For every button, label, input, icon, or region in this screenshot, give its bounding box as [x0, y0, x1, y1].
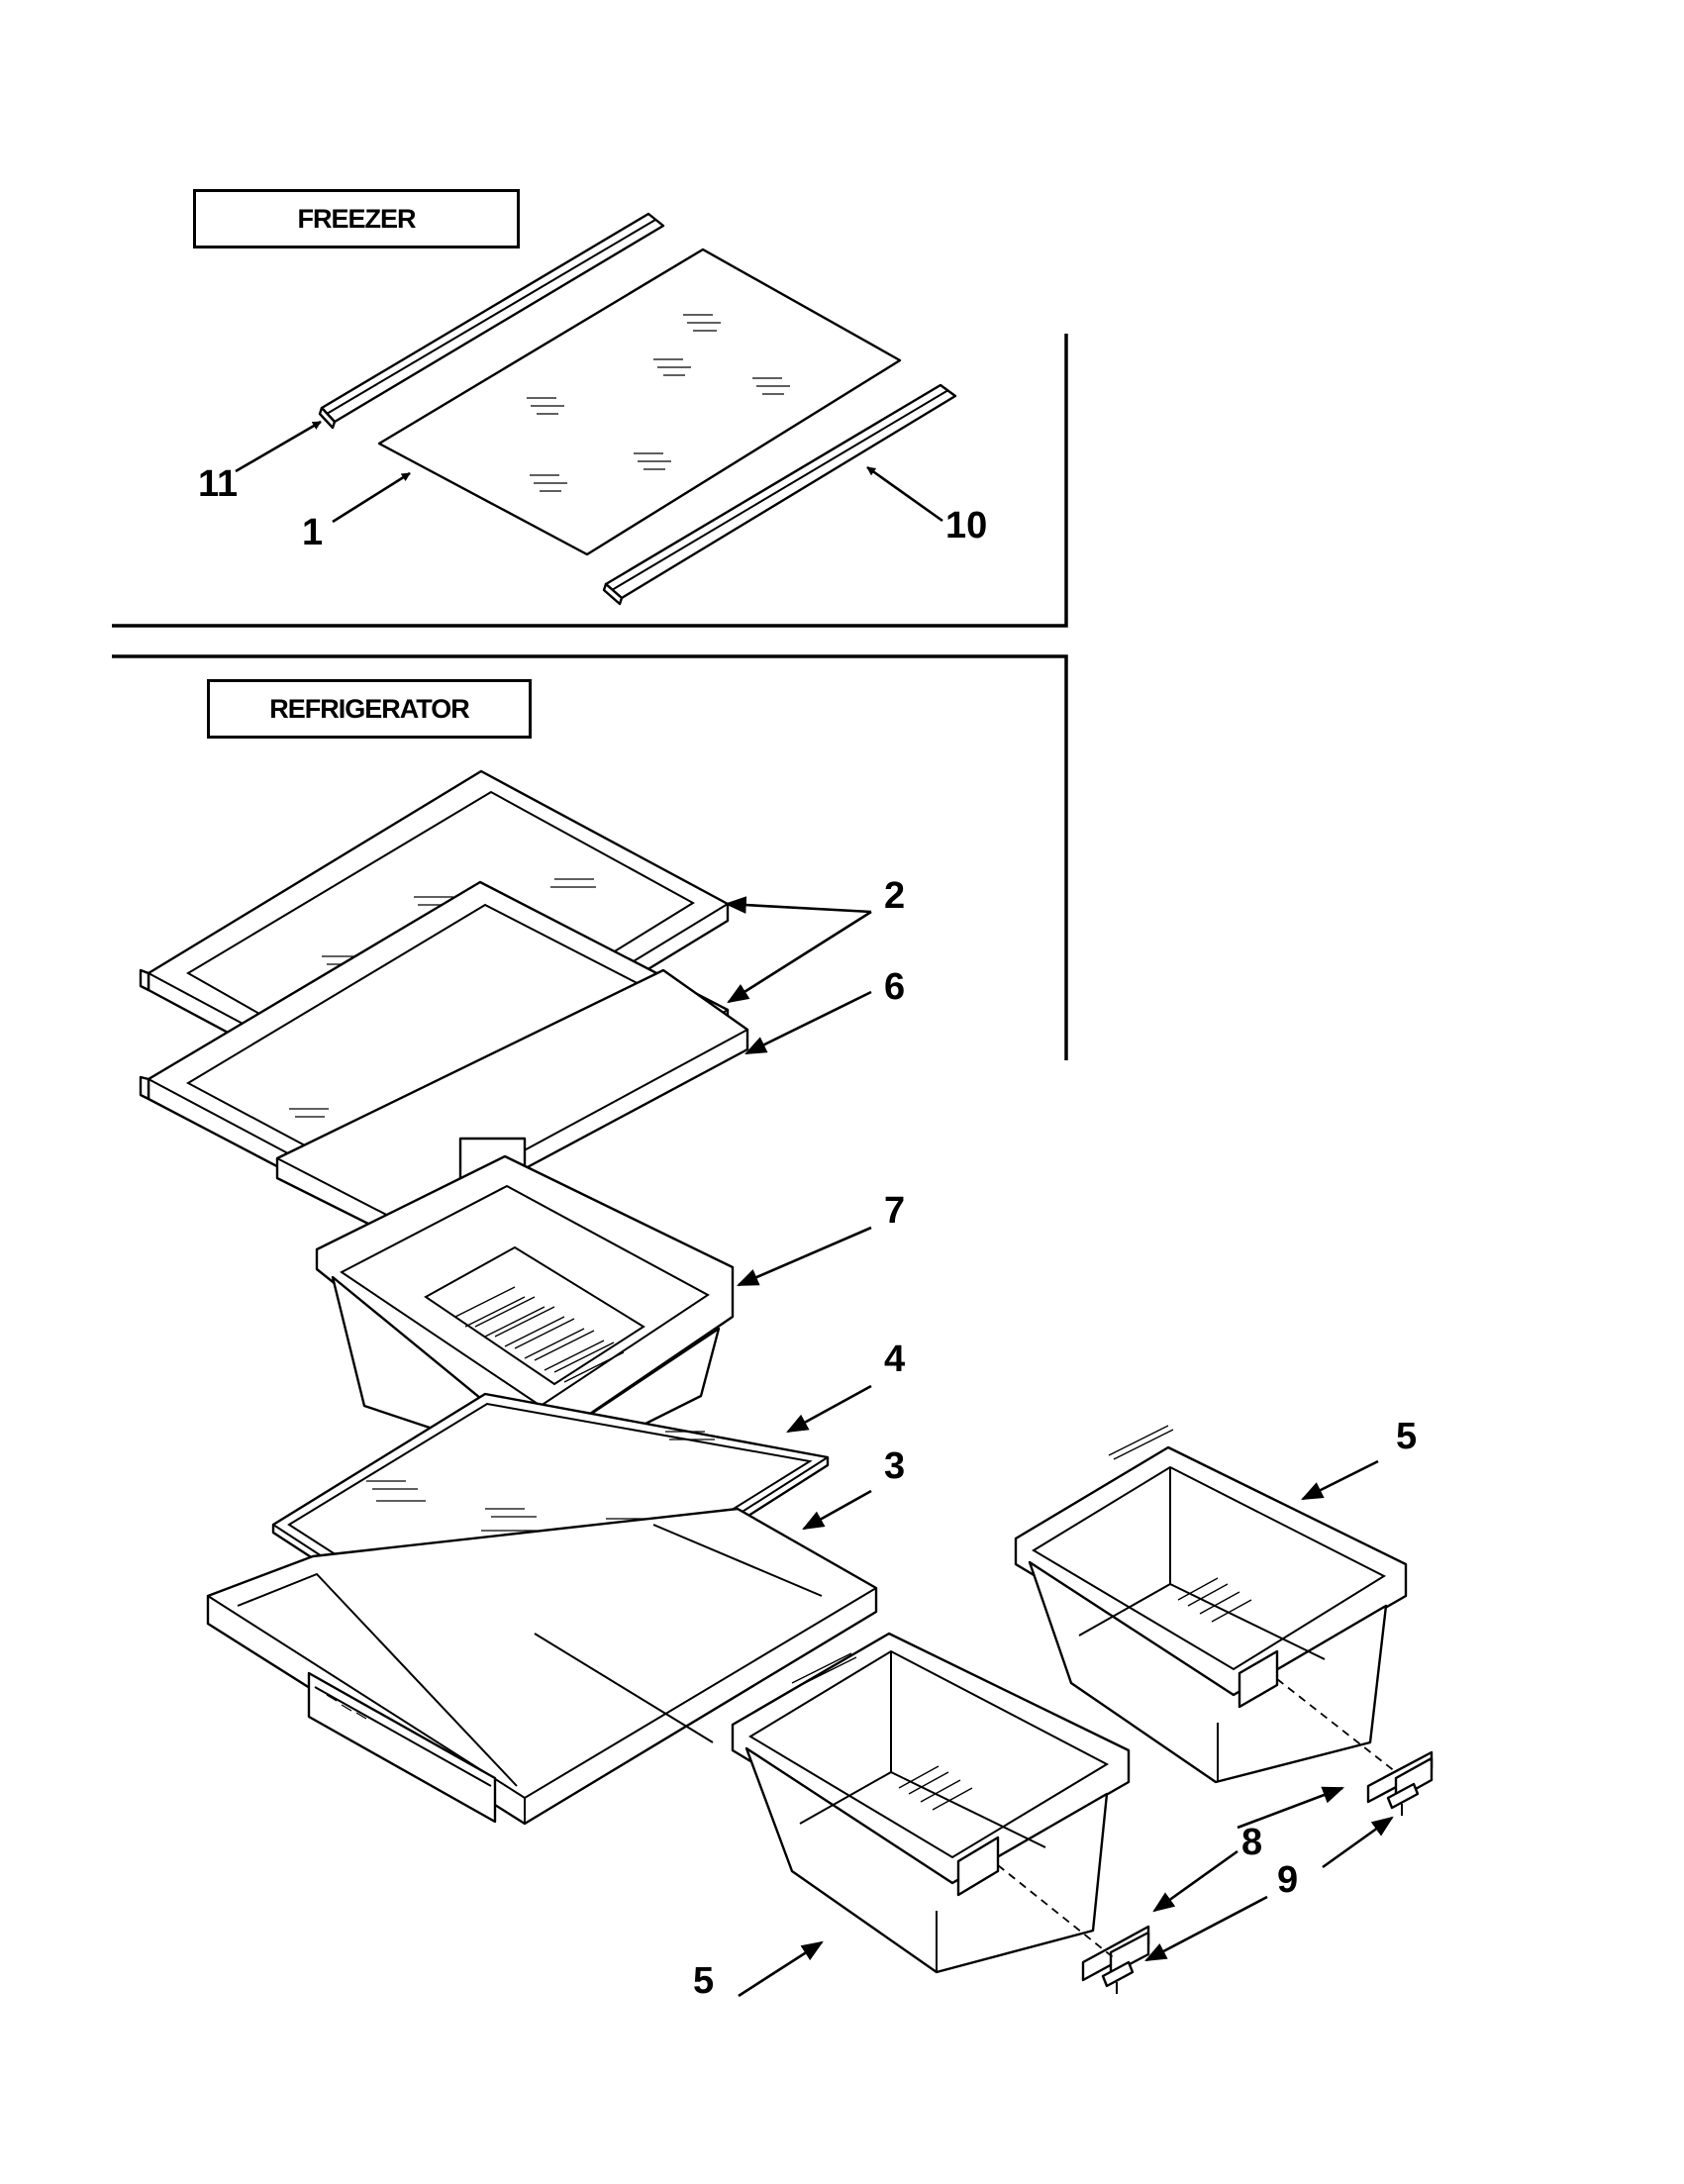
callout-6: 6	[884, 966, 906, 1008]
shelf-trim-front-part	[602, 383, 957, 606]
leader-7	[736, 1226, 872, 1287]
leader-6	[744, 990, 872, 1055]
crisper-frame-part	[206, 1507, 878, 1826]
callout-3: 3	[884, 1445, 906, 1487]
leader-1	[332, 471, 411, 524]
freezer-section-label: FREEZER	[193, 189, 520, 248]
crisper-drawer-left-part	[731, 1632, 1131, 1974]
leader-11	[235, 420, 322, 473]
leader-2a	[724, 896, 872, 914]
crisper-drawer-right-part	[1014, 1425, 1408, 1784]
assembly-guide-left	[997, 1864, 1118, 1961]
freezer-frame	[112, 334, 1068, 628]
callout-9: 9	[1277, 1859, 1299, 1901]
clip-right-part	[1386, 1782, 1420, 1816]
leader-10	[866, 465, 943, 523]
shelf-trim-rear-part	[318, 212, 665, 430]
callout-5-right: 5	[1396, 1416, 1418, 1457]
callout-1: 1	[302, 512, 324, 553]
leader-9a	[1322, 1816, 1394, 1869]
callout-10: 10	[945, 505, 988, 546]
refrigerator-frame	[112, 654, 1068, 1060]
callout-2: 2	[884, 875, 906, 917]
leader-2b	[727, 910, 872, 1004]
callout-4: 4	[884, 1339, 906, 1380]
callout-11: 11	[198, 463, 239, 505]
callout-7: 7	[884, 1190, 906, 1232]
leader-5-right	[1301, 1459, 1379, 1501]
callout-8: 8	[1241, 1822, 1263, 1863]
glass-shelf-part	[377, 248, 902, 556]
leader-5-left	[738, 1940, 824, 1998]
clip-left-part	[1101, 1960, 1135, 1994]
leader-3	[802, 1489, 872, 1531]
callout-5-left: 5	[693, 1960, 715, 2002]
refrigerator-section-label: REFRIGERATOR	[207, 679, 532, 739]
leader-8b	[1152, 1849, 1238, 1913]
leader-4	[786, 1384, 872, 1434]
leader-8a	[1237, 1786, 1345, 1830]
assembly-guide-right	[1276, 1678, 1397, 1773]
leader-9b	[1144, 1895, 1268, 1962]
